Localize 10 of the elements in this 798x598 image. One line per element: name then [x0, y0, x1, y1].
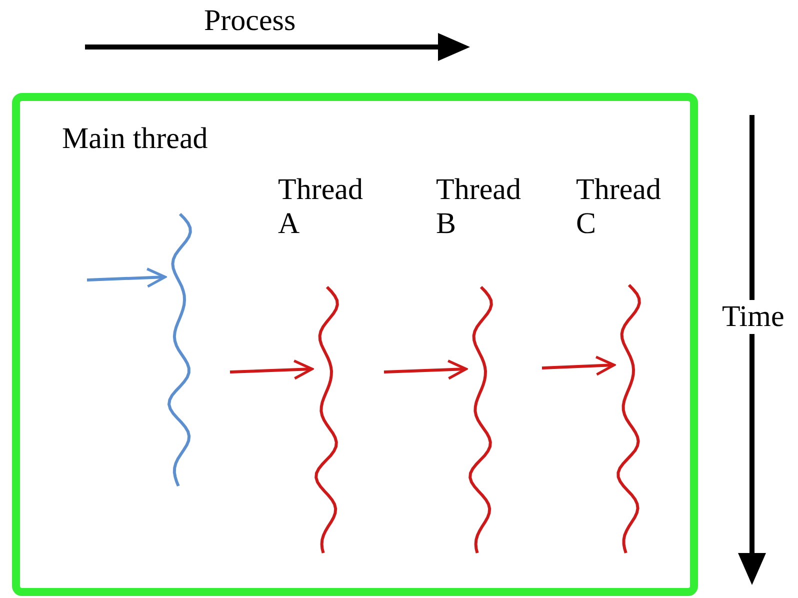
- arrow: [384, 360, 468, 380]
- process-frame: [12, 93, 698, 596]
- arrow: [230, 360, 314, 380]
- thread-label: Thread A: [278, 173, 364, 241]
- arrow: [542, 356, 616, 376]
- thread-label: Thread B: [436, 173, 522, 241]
- arrow: [86, 268, 166, 288]
- axis-label: Time: [722, 300, 784, 334]
- thread-label: Thread C: [576, 173, 662, 241]
- thread-label: Main thread: [62, 122, 209, 156]
